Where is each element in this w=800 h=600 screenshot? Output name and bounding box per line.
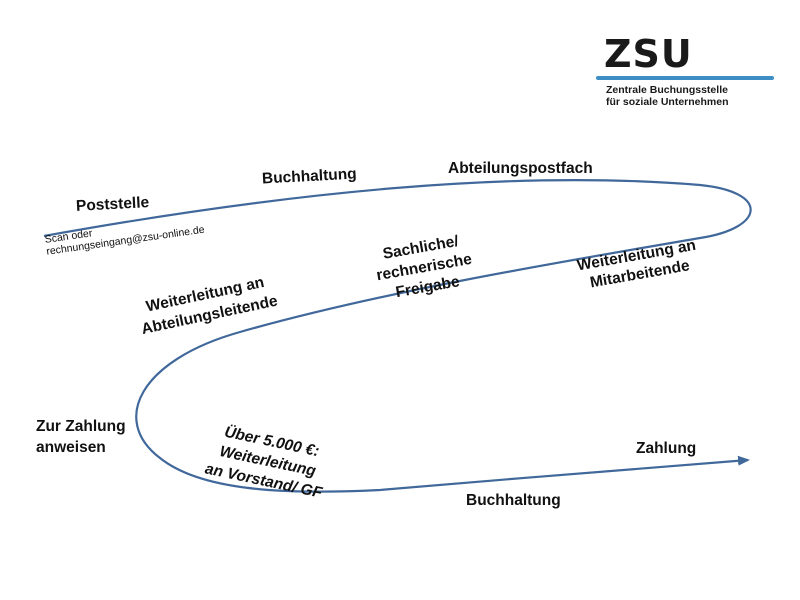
zsu-logo: ZSU Zentrale Buchungsstelle für soziale …	[596, 30, 776, 110]
logo-name: ZSU	[604, 32, 693, 76]
step-zahlung: Zahlung	[636, 440, 697, 457]
flow-line	[43, 178, 752, 493]
step-zur-zahlung-anweisen: Zur Zahlung anweisen	[36, 416, 126, 458]
zahlung-anweisen-line2: anweisen	[36, 439, 106, 456]
zahlung-anweisen-line1: Zur Zahlung	[36, 418, 126, 435]
step-buchhaltung-2: Buchhaltung	[466, 492, 561, 509]
logo-subtitle-line1: Zentrale Buchungsstelle	[606, 84, 728, 96]
logo-subtitle-line2: für soziale Unternehmen	[606, 96, 729, 108]
logo-accent-line	[596, 76, 774, 80]
step-poststelle: Poststelle	[75, 194, 150, 215]
step-abteilungspostfach: Abteilungspostfach	[448, 160, 593, 177]
